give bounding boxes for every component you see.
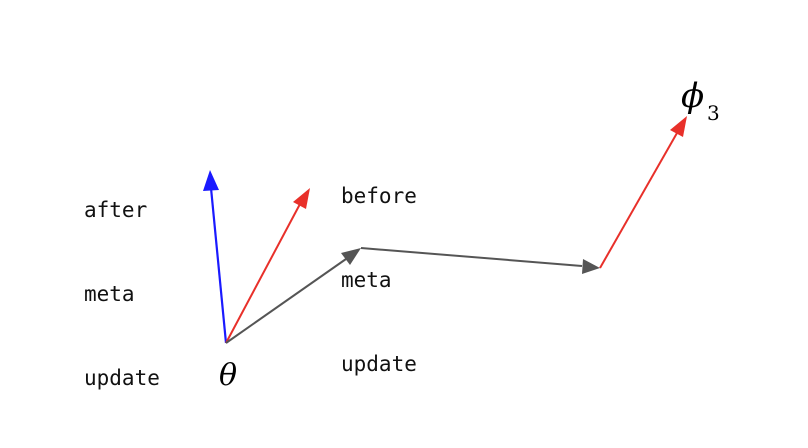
phi-subscript: 3 bbox=[707, 101, 720, 125]
before-meta-update-label: before meta update bbox=[341, 126, 417, 434]
after-label-line: after bbox=[84, 198, 148, 222]
path-step-2-arrow bbox=[360, 247, 600, 274]
path-step-1-arrow bbox=[225, 248, 361, 344]
before-label-line: update bbox=[341, 352, 417, 376]
theta-symbol: θ bbox=[219, 358, 238, 393]
before-meta-update-arrow bbox=[225, 188, 310, 344]
after-meta-update-label: after meta update bbox=[84, 140, 160, 448]
after-meta-update-arrow bbox=[203, 170, 228, 344]
after-label-line: update bbox=[84, 366, 160, 390]
before-label-line: before bbox=[341, 184, 417, 208]
after-label-line: meta bbox=[84, 282, 135, 306]
phi-symbol: ϕ bbox=[681, 76, 705, 116]
before-label-line: meta bbox=[341, 268, 392, 292]
path-step-3-arrow bbox=[599, 116, 687, 269]
